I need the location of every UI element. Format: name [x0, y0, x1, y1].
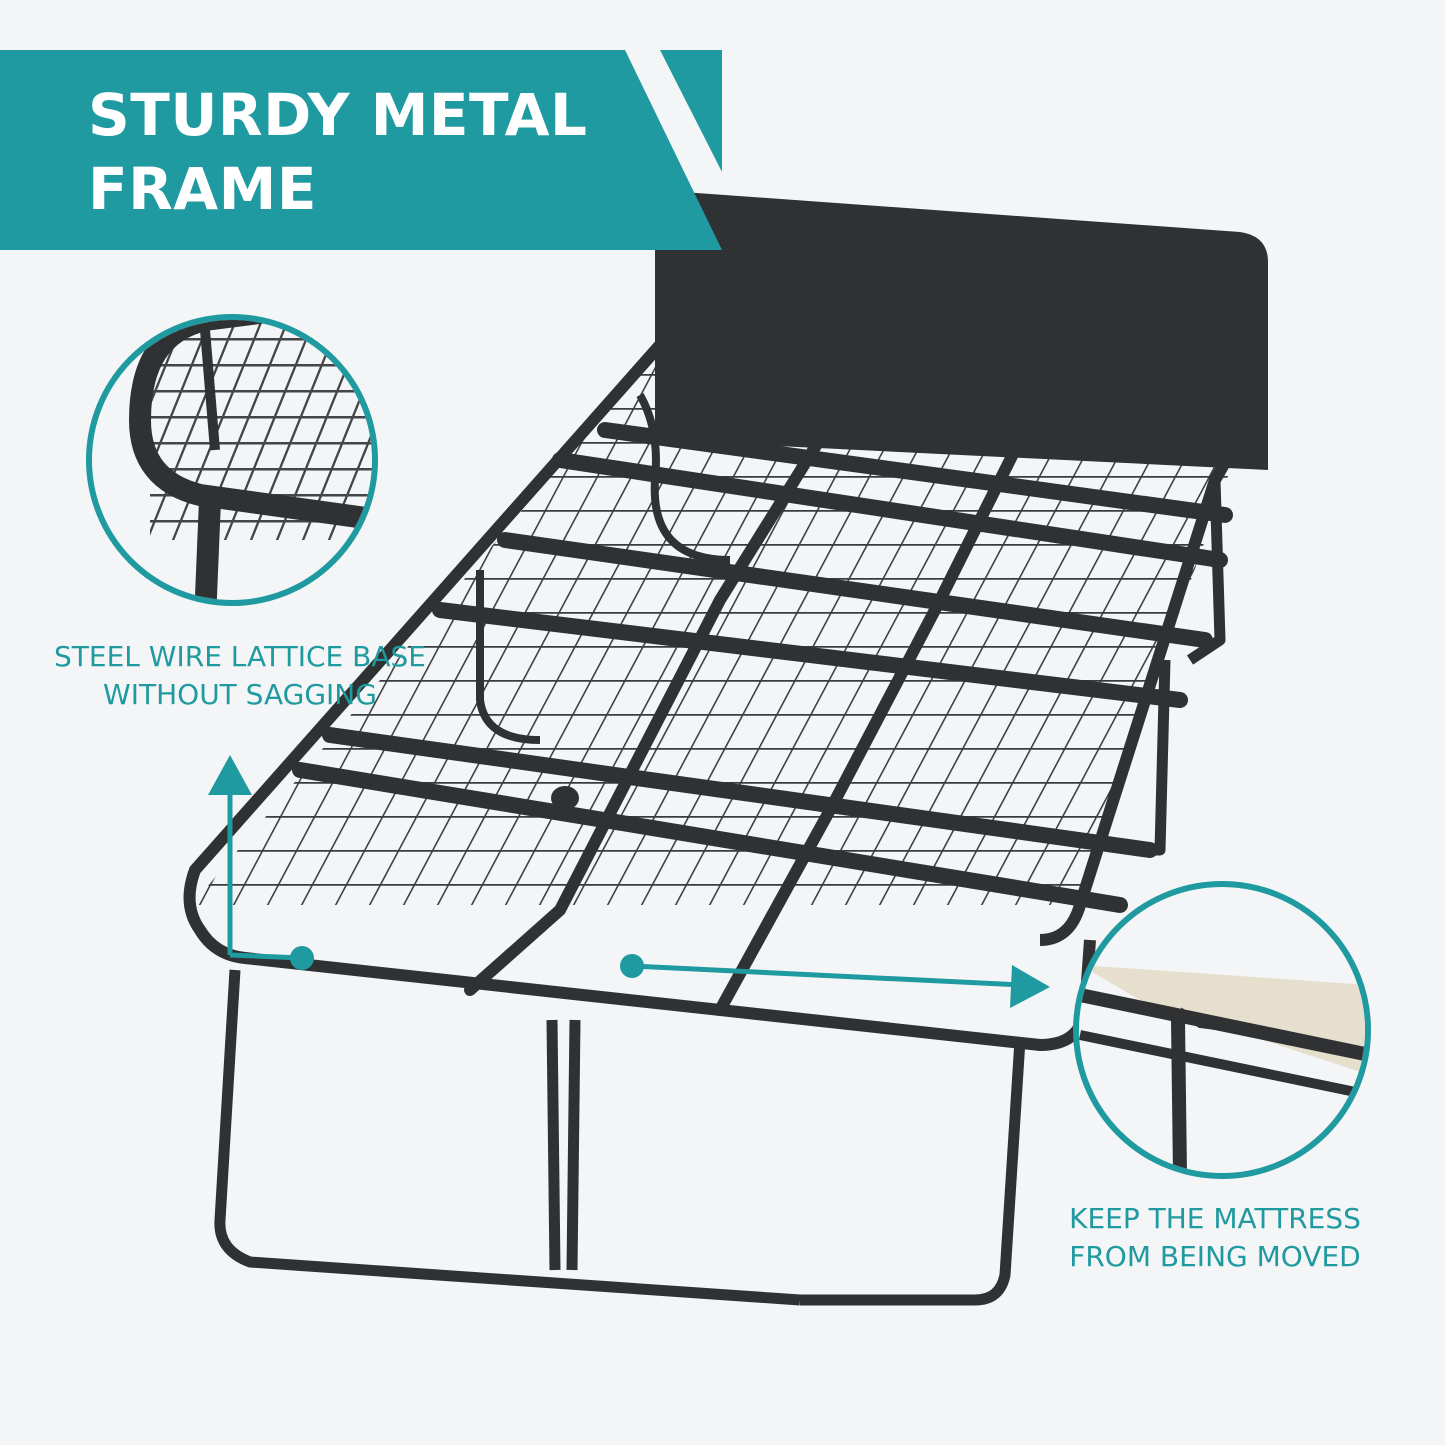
support-arc — [636, 393, 731, 564]
banner — [0, 50, 722, 250]
hinge — [551, 786, 579, 810]
mattress-callout-line-1: KEEP THE MATTRESS — [1069, 1202, 1361, 1235]
mattress-detail-circle — [1073, 881, 1371, 1179]
arrow-right-head — [1010, 965, 1050, 1008]
lattice-detail-circle — [86, 314, 378, 606]
banner-title-line-1: STURDY METAL — [88, 81, 588, 149]
cross-slats — [292, 422, 1233, 913]
lattice-callout: STEEL WIRE LATTICE BASE WITHOUT SAGGING — [40, 638, 440, 714]
arrow-up-head — [208, 755, 252, 795]
right-arrow-annotation — [620, 954, 1050, 1008]
banner-title-line-2: FRAME — [88, 155, 318, 223]
banner-accent-stripe — [660, 50, 722, 172]
lattice-callout-line-1: STEEL WIRE LATTICE BASE — [54, 640, 426, 673]
lattice-callout-line-2: WITHOUT SAGGING — [103, 678, 377, 711]
bed-legs — [214, 479, 1226, 1306]
banner-title: STURDY METAL FRAME — [88, 78, 587, 226]
up-arrow-annotation — [208, 755, 314, 970]
long-slats — [464, 369, 1046, 1016]
banner-shape — [0, 50, 722, 250]
mattress-callout-line-2: FROM BEING MOVED — [1069, 1240, 1361, 1273]
mattress-callout: KEEP THE MATTRESS FROM BEING MOVED — [1050, 1200, 1380, 1276]
